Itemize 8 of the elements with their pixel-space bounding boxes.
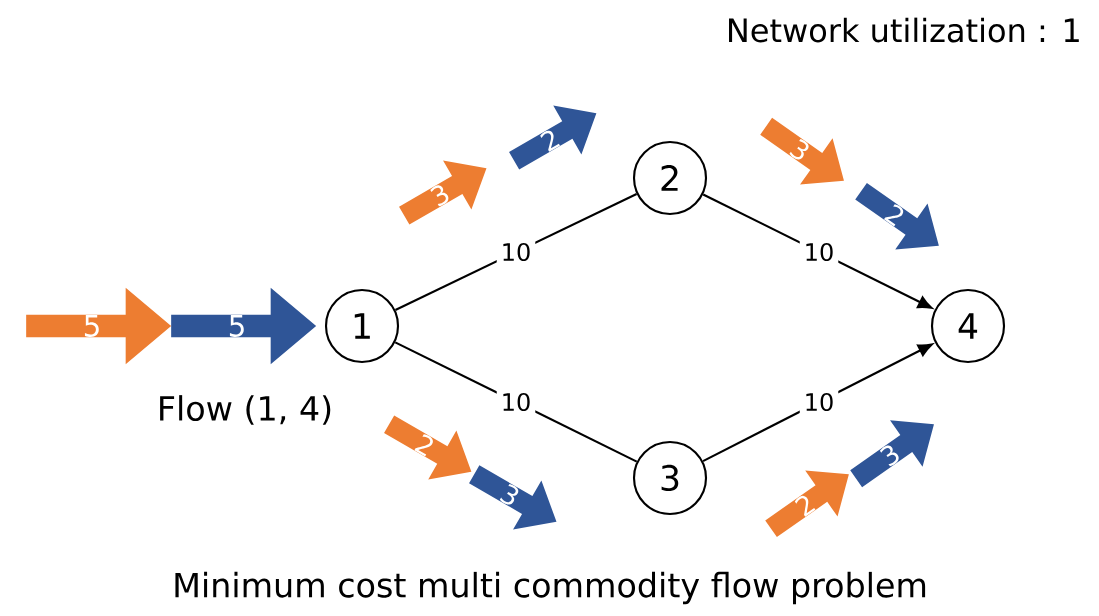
edge-label: 10 <box>503 242 530 262</box>
connector <box>702 343 933 463</box>
edge-label: 10 <box>806 392 833 412</box>
note-text: Network utilization : 1 <box>729 17 1079 43</box>
note-text: Flow (1, 4) <box>160 395 331 425</box>
edge-label: 10 <box>806 242 833 262</box>
edge-label: 10 <box>503 392 530 412</box>
caption: Minimum cost multi commodity flow problem <box>175 571 926 605</box>
